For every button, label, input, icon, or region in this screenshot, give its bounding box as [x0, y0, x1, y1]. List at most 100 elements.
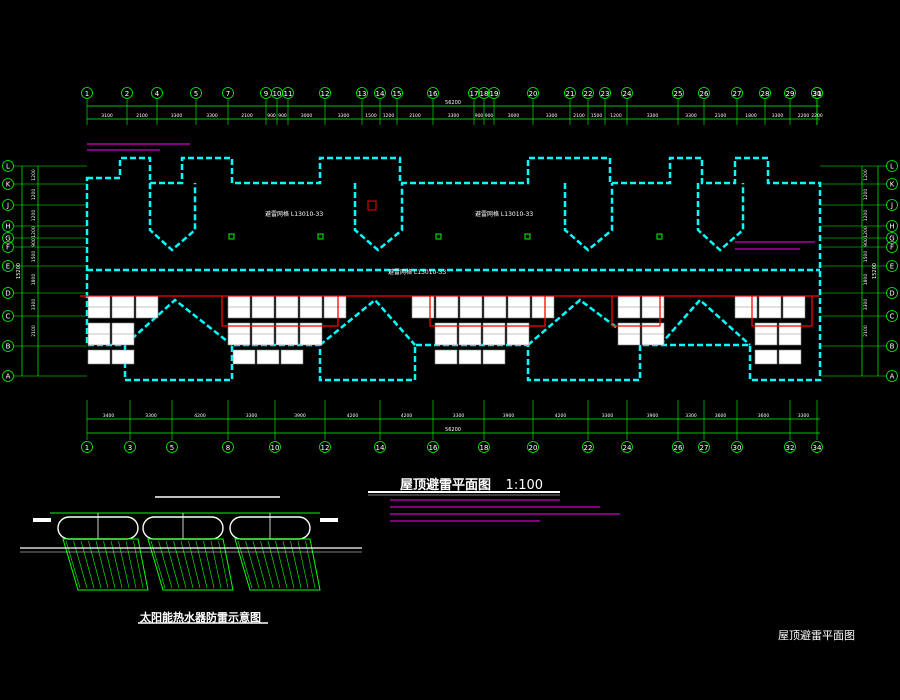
left-dimension-value: 1500	[31, 251, 37, 263]
top-dimension-value: 3100	[101, 113, 113, 119]
solar-panel	[754, 349, 778, 365]
bottom-dimension-value: 3300	[685, 413, 697, 419]
bottom-axis-label: 34	[813, 444, 822, 452]
roof-valley-4	[659, 298, 751, 346]
right-axis-bubble	[886, 260, 898, 272]
top-axis-label: 22	[584, 90, 593, 98]
left-axis-bubble	[2, 241, 14, 253]
bottom-axis-label: 3	[128, 444, 132, 452]
top-dimension-value: 3300	[647, 113, 659, 119]
collector-tube	[110, 540, 123, 589]
solar-panel-arrays	[80, 295, 820, 365]
right-axis-bubble	[886, 178, 898, 190]
top-axis-label: 17	[470, 90, 479, 98]
top-axis-bubble	[488, 87, 500, 99]
top-dimension-value: 1500	[365, 113, 377, 119]
corner-label: 屋顶避雷平面图	[778, 629, 855, 642]
left-total-dimension: 15200	[16, 263, 22, 279]
left-dimension-value: 3300	[31, 299, 37, 311]
bottom-dimension-value: 3300	[145, 413, 157, 419]
top-dimension-value: 2200	[798, 113, 810, 119]
collector-tube	[210, 540, 222, 589]
top-axis-bubble	[599, 87, 611, 99]
top-axis-label: 25	[674, 90, 683, 98]
collector-tube	[195, 540, 208, 589]
top-dimension-value: 3300	[772, 113, 784, 119]
bottom-axis-label: 18	[480, 444, 489, 452]
right-axis-label: J	[890, 202, 893, 210]
bottom-dimension-value: 3300	[798, 413, 810, 419]
collector-tube	[125, 540, 137, 589]
bottom-axis-bubble	[582, 441, 594, 453]
collector-tube	[218, 540, 229, 589]
bottom-dimension-value: 3300	[246, 413, 258, 419]
collector-tube	[150, 540, 166, 589]
right-axis-label: K	[890, 181, 895, 189]
left-axis-label: L	[6, 163, 10, 171]
top-axis-label: 30	[813, 90, 822, 98]
left-axis-bubble	[2, 178, 14, 190]
solar-panel	[232, 349, 256, 365]
top-axis-label: 10	[273, 90, 282, 98]
top-axis-bubble	[731, 87, 743, 99]
bottom-axis-bubble	[374, 441, 386, 453]
top-axis-label: 31	[813, 90, 822, 98]
left-axis-label: G	[5, 235, 10, 243]
top-axis-label: 1	[85, 90, 89, 98]
right-axis-label: L	[890, 163, 894, 171]
left-axis-bubble	[2, 370, 14, 382]
top-dimension-value: 2100	[573, 113, 585, 119]
left-dimension-value: 900	[31, 238, 37, 247]
top-axis-bubble	[672, 87, 684, 99]
solar-panel	[482, 349, 506, 365]
right-axis-label: H	[889, 223, 894, 231]
solar-panel	[111, 349, 135, 365]
bottom-axis-bubble	[811, 441, 823, 453]
top-axis-label: 20	[529, 90, 538, 98]
collector-tube	[95, 540, 109, 589]
top-dimension-value: 2100	[241, 113, 253, 119]
left-axis-label: F	[6, 244, 10, 252]
collector-tube	[88, 540, 102, 589]
top-dimension-value: 2100	[715, 113, 727, 119]
right-dimension-value: 1200	[863, 189, 869, 201]
zone-label-1: 避雷网格 L13010-33	[265, 210, 323, 218]
main-title-text: 屋顶避雷平面图	[400, 478, 492, 493]
left-axis-label: B	[6, 343, 11, 351]
right-dimension-value: 1800	[863, 274, 869, 286]
collector-tube	[305, 540, 316, 589]
bottom-axis-bubble	[124, 441, 136, 453]
bottom-axis-label: 24	[623, 444, 632, 452]
bottom-axis-label: 12	[321, 444, 330, 452]
left-axis-label: J	[6, 202, 9, 210]
bottom-dimension-value: 3300	[602, 413, 614, 419]
bottom-axis-label: 27	[700, 444, 709, 452]
top-axis-bubble	[282, 87, 294, 99]
roof-dormer-1	[148, 183, 197, 252]
top-axis-bubble	[374, 87, 386, 99]
left-axis-label: K	[6, 181, 11, 189]
bottom-dimension-value: 3600	[758, 413, 770, 419]
collector-tube	[165, 540, 180, 589]
top-dimension-value: 900	[485, 113, 494, 119]
right-axis-label: B	[890, 343, 895, 351]
top-axis-label: 29	[786, 90, 795, 98]
right-axis-bubble	[886, 232, 898, 244]
collector-tube	[103, 540, 116, 589]
top-dimension-value: 900	[267, 113, 276, 119]
right-axis-label: G	[889, 235, 894, 243]
right-axis-bubble	[886, 220, 898, 232]
left-axis-bubble	[2, 220, 14, 232]
bottom-axis-bubble	[427, 441, 439, 453]
solar-panel	[778, 349, 802, 365]
bottom-axis-bubble	[527, 441, 539, 453]
top-dimension-value: 1200	[610, 113, 622, 119]
solar-heater-detail	[20, 496, 362, 591]
right-dimension-value: 2100	[863, 325, 869, 337]
top-axis-bubble	[621, 87, 633, 99]
bottom-axis-label: 26	[674, 444, 683, 452]
roof-dormer-2	[353, 183, 404, 252]
top-axis-bubble	[356, 87, 368, 99]
red-down-conductor	[80, 295, 820, 327]
bottom-axis-bubble	[784, 441, 796, 453]
